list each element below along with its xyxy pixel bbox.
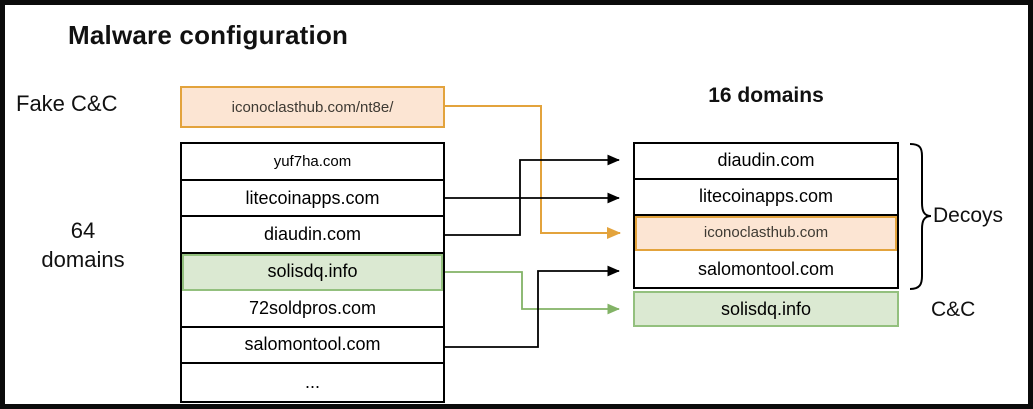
left-domain-row: yuf7ha.com	[182, 144, 443, 181]
connector-fakecc-to-iconoclasthub	[445, 105, 621, 239]
cc-domain-text: solisdq.info	[720, 298, 812, 319]
decoys-brace	[909, 143, 932, 290]
left-domain-row: diaudin.com	[182, 217, 443, 255]
left-domain-row-ellipsis: ...	[304, 372, 320, 393]
left-domain-row: salomontool.com	[182, 328, 443, 365]
right-domain-count-label: 16 domains	[708, 84, 824, 107]
diagram-title: Malware configuration	[68, 20, 349, 50]
left-count-line2: domains	[41, 247, 125, 272]
left-domain-count-label: 64 domains	[13, 216, 153, 274]
right-domain-row: diaudin.com	[635, 144, 897, 180]
fake-cc-domain-text: iconoclasthub.com/nt8e/	[231, 98, 394, 116]
cc-domain-row: solisdq.info	[633, 291, 899, 327]
left-domain-list: yuf7ha.com litecoinapps.com diaudin.com …	[180, 142, 445, 403]
connector-diaudin	[445, 154, 620, 236]
left-domain-row: litecoinapps.com	[182, 181, 443, 218]
fake-cc-label: Fake C&C	[16, 91, 118, 116]
right-domain-row-fakecc-highlight: iconoclasthub.com	[635, 215, 897, 252]
fake-cc-domain-box: iconoclasthub.com/nt8e/	[180, 86, 445, 128]
decoys-label: Decoys	[933, 204, 1004, 227]
left-domain-row-cc-highlight: solisdq.info	[182, 254, 443, 291]
right-domain-row: litecoinapps.com	[635, 180, 897, 216]
cc-label: C&C	[931, 298, 976, 321]
connector-solisdq-cc	[445, 271, 620, 315]
left-domain-row: 72soldpros.com	[182, 291, 443, 328]
left-count-line1: 64	[70, 218, 96, 243]
right-domain-list: diaudin.com litecoinapps.com iconoclasth…	[633, 142, 899, 289]
right-domain-row: salomontool.com	[697, 258, 835, 279]
connector-salomontool	[445, 265, 620, 348]
